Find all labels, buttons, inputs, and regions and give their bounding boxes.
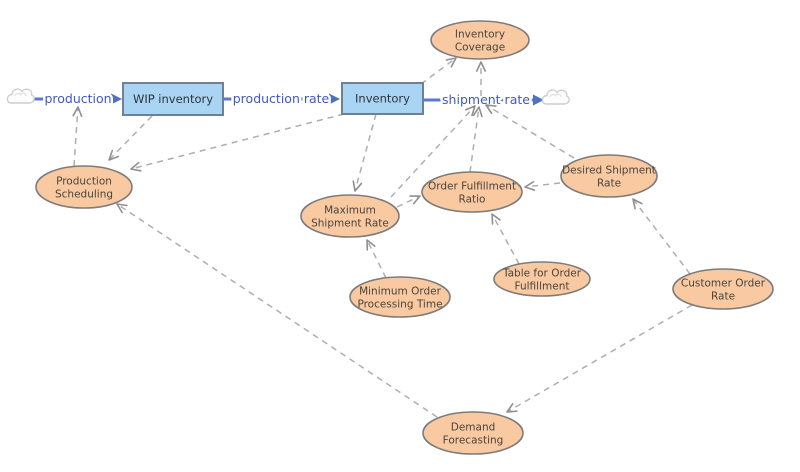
link-maximum-shipment-rate-to-order-fulfillment-ratio[interactable]: [396, 195, 421, 208]
link-customer-order-rate-to-desired-shipment-rate[interactable]: [632, 198, 691, 275]
link-maximum-shipment-rate-to-shipment-rate[interactable]: [390, 105, 476, 198]
flow-production[interactable]: production: [31, 89, 122, 109]
aux-ellipse: [300, 194, 400, 238]
link-order-fulfillment-ratio-to-shipment-rate[interactable]: [469, 106, 483, 173]
link-desired-shipment-rate-to-shipment-rate[interactable]: [485, 104, 575, 159]
cloud-squiggle: [549, 93, 562, 98]
stock-label: Inventory: [355, 92, 410, 106]
link-customer-order-rate-to-demand-forecasting[interactable]: [506, 304, 693, 413]
aux-ellipse: [560, 154, 658, 198]
cloud-outline: [541, 89, 570, 105]
aux-ellipse: [430, 20, 530, 60]
flow-label: production rate: [233, 91, 330, 106]
flow-arrowhead-icon: [329, 93, 340, 105]
aux-ellipse: [422, 411, 524, 455]
stock-inventory[interactable]: Inventory: [341, 82, 424, 115]
aux-ellipse: [35, 165, 133, 209]
link-inventory-to-production-scheduling[interactable]: [130, 113, 345, 172]
source-cloud-icon[interactable]: [6, 88, 35, 104]
flow-arrowhead-icon: [533, 94, 544, 106]
link-production-scheduling-to-production[interactable]: [72, 106, 83, 167]
stock-wip-inventory[interactable]: WIP inventory: [122, 82, 224, 116]
link-inventory-to-maximum-shipment-rate[interactable]: [352, 113, 377, 192]
stock-label: WIP inventory: [133, 92, 213, 106]
flow-label: production: [44, 91, 111, 106]
aux-ellipse: [493, 261, 591, 297]
aux-ellipse: [421, 171, 523, 213]
link-wip-inventory-to-production-scheduling[interactable]: [108, 115, 153, 161]
link-desired-shipment-rate-to-order-fulfillment-ratio[interactable]: [524, 181, 561, 191]
aux-ellipse: [672, 268, 774, 310]
sink-cloud-icon[interactable]: [541, 89, 570, 105]
stock-box: [341, 82, 424, 115]
flow-shipment-rate[interactable]: shipment rate: [423, 90, 544, 110]
cloud-outline: [6, 88, 35, 104]
flow-label: shipment rate: [442, 92, 530, 107]
link-table-for-order-fulfillment-to-order-fulfillment-ratio[interactable]: [491, 213, 520, 265]
link-demand-forecasting-to-production-scheduling[interactable]: [116, 203, 438, 418]
flow-arrowhead-icon: [111, 93, 122, 105]
link-inventory-to-inventory-coverage[interactable]: [420, 57, 457, 85]
cloud-squiggle: [14, 92, 27, 97]
link-minimum-order-processing-time-to-maximum-shipment-rate[interactable]: [366, 239, 387, 279]
aux-ellipse: [349, 276, 451, 318]
flow-production-rate[interactable]: production rate: [223, 89, 340, 109]
stock-box: [122, 82, 224, 116]
